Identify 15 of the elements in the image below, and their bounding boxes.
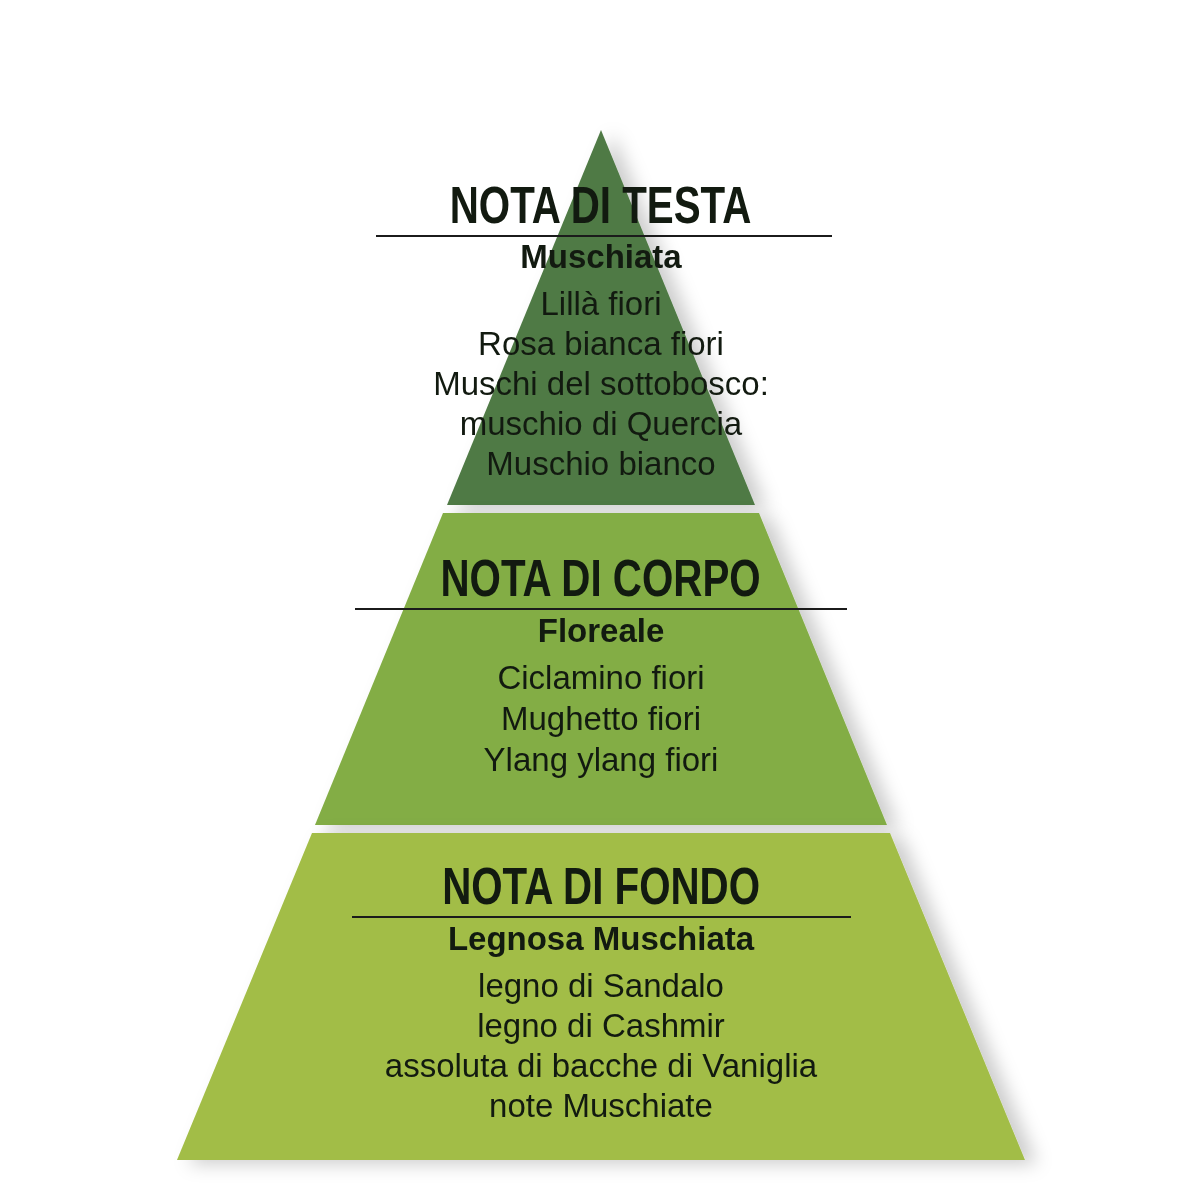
note-text: Lillà fiori — [540, 284, 662, 324]
pyramid-tier — [315, 513, 887, 825]
note-text: legno di Cashmir — [477, 1006, 725, 1046]
note-text: legno di Sandalo — [478, 966, 724, 1006]
note-text: note Muschiate — [489, 1086, 713, 1126]
tier-subheading: Legnosa Muschiata — [447, 921, 755, 957]
tier-heading: NOTA DI CORPO — [440, 550, 762, 606]
note-text: Muschio bianco — [486, 444, 716, 484]
note-text: assoluta di bacche di Vaniglia — [384, 1046, 818, 1086]
note-text: Ylang ylang fiori — [483, 740, 719, 780]
note-text: Ciclamino fiori — [497, 658, 705, 698]
tier-subheading: Floreale — [537, 613, 665, 649]
tier-heading: NOTA DI FONDO — [442, 858, 760, 914]
note-text: Mughetto fiori — [501, 699, 701, 739]
pyramid-tier — [177, 833, 1025, 1160]
